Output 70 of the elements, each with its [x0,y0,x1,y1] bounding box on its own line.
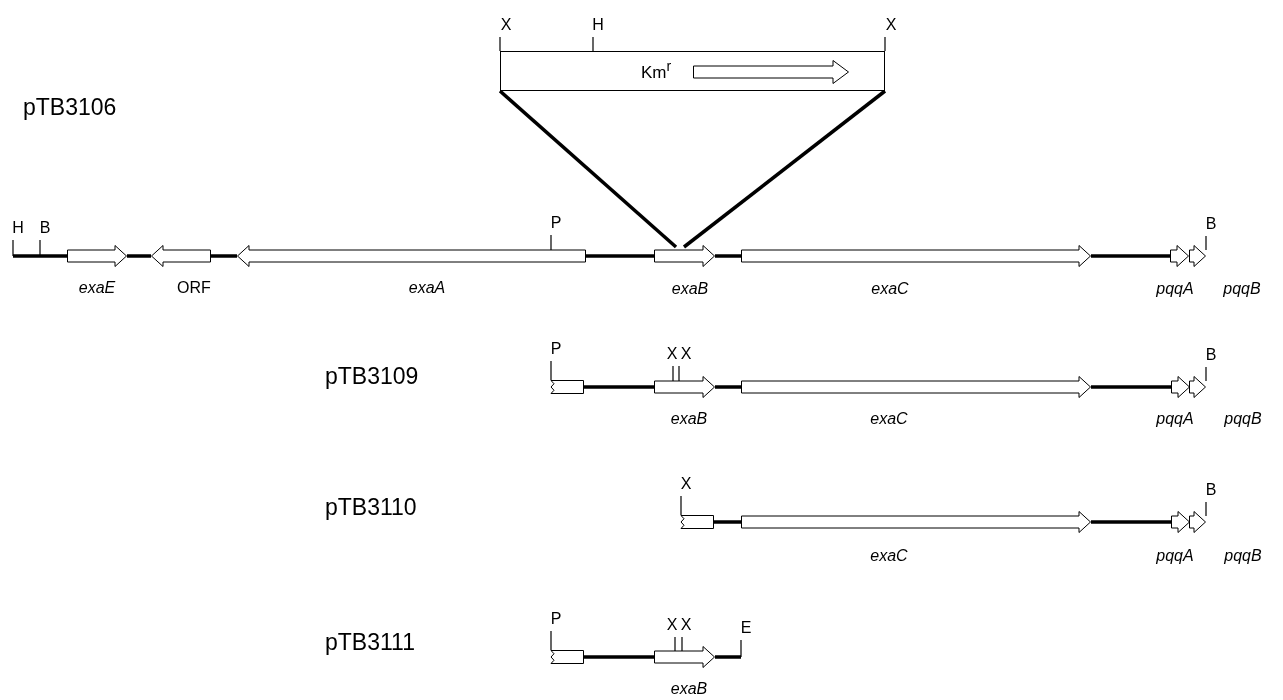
gene-label: exaB [670,411,708,427]
site-label: X [664,616,680,634]
gene-label: exaA [408,280,446,296]
plasmid-name: pTB3110 [325,495,417,519]
site-tick [680,495,682,516]
gene-label: pqqA [1156,548,1194,564]
gene-label: exaB [671,281,709,297]
gene-label: exaE [78,280,116,296]
site-label: B [37,219,53,237]
site-label: B [1203,481,1219,499]
site-label: B [1203,346,1219,364]
site-tick [678,365,680,382]
site-tick [499,36,501,52]
site-tick [39,239,41,257]
site-label: E [738,619,754,637]
site-label: H [590,16,606,34]
site-tick [550,234,552,251]
dna-line [127,254,151,258]
fragment-box [550,380,584,394]
dna-line [715,385,741,389]
dna-line [13,254,67,258]
site-label: X [678,616,694,634]
site-label: H [10,219,26,237]
site-label: P [548,610,564,628]
dna-line [211,254,237,258]
site-label: X [678,345,694,363]
site-label: X [678,475,694,493]
gene-label: ORF [177,280,211,296]
dna-line [714,520,741,524]
site-tick [674,636,676,652]
plasmid-name: pTB3106 [23,95,117,119]
gene-label: pqqB [1223,281,1261,297]
gene-label: exaC [871,281,909,297]
dna-line [715,254,741,258]
insertion-line [498,89,678,249]
cassette-box [500,51,885,91]
plasmid-name: pTB3111 [325,630,415,654]
site-label: X [498,16,514,34]
gene-label: pqqB [1224,548,1262,564]
dna-line [586,254,654,258]
gene-label: exaC [870,411,908,427]
site-tick [12,239,14,257]
site-label: P [548,340,564,358]
gene-label: Km$^{r}$ [641,59,672,81]
site-tick [592,36,594,52]
site-tick [550,360,552,381]
gene-label: pqqA [1156,411,1194,427]
site-tick [1205,366,1207,382]
site-tick [1205,501,1207,517]
dna-line [584,655,654,659]
dna-line [715,655,741,659]
gene-label: pqqA [1156,281,1194,297]
site-tick [681,636,683,652]
site-tick [1205,235,1207,251]
fragment-box [680,515,714,529]
site-tick [672,365,674,382]
site-tick [740,639,742,658]
site-label: X [664,345,680,363]
fragment-box [550,650,584,664]
site-tick [884,36,886,52]
site-label: B [1203,215,1219,233]
insertion-line [682,89,887,249]
site-label: P [548,214,564,232]
plasmid-name: pTB3109 [325,364,419,388]
site-tick [550,630,552,651]
gene-label: pqqB [1224,411,1262,427]
gene-label: exaC [870,548,908,564]
site-label: X [883,16,899,34]
gene-label: exaB [670,681,708,697]
dna-line [584,385,654,389]
